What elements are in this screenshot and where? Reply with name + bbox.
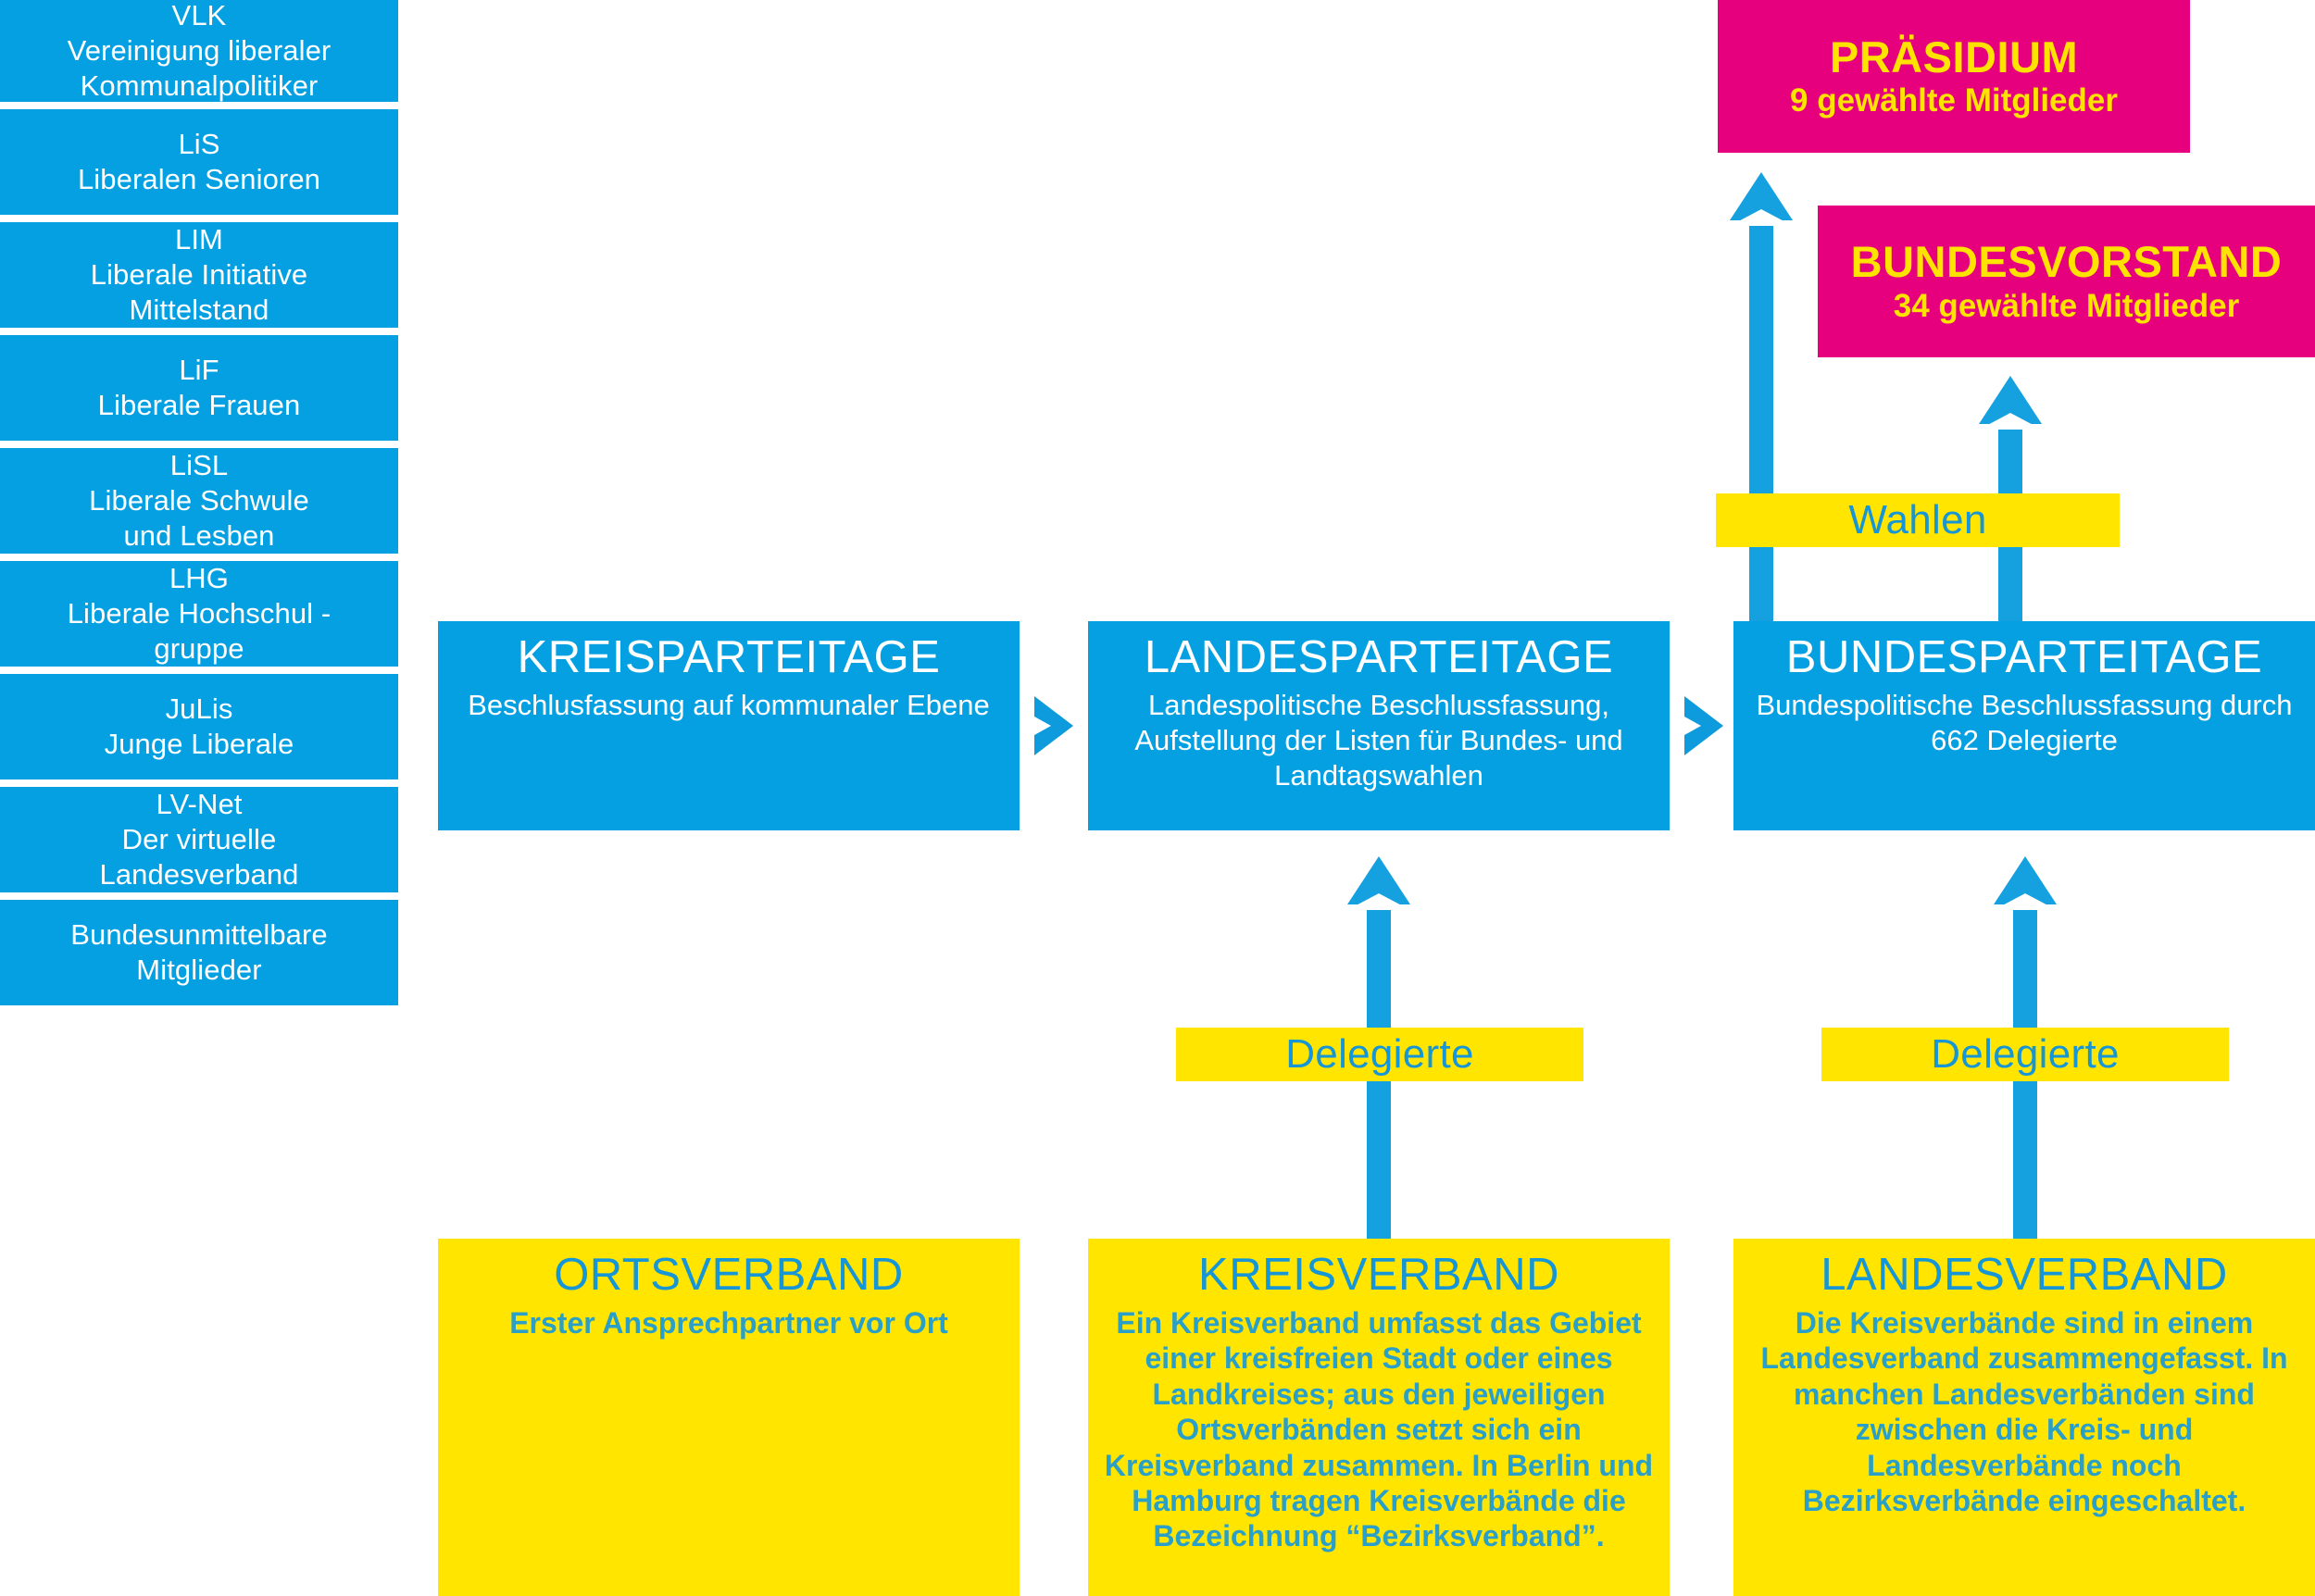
kreisparteitage-desc: Beschlusfassung auf kommunaler Ebene — [468, 688, 990, 721]
sidebar-item-line-2: Landesverband — [99, 857, 299, 891]
sidebar-item-line-1: Liberale Frauen — [97, 389, 301, 421]
sidebar-item-line-2: und Lesben — [123, 518, 275, 552]
delegierte-bundes-text: Delegierte — [1931, 1031, 2120, 1077]
bundesvorstand-members: 34 gewählte Mitglieder — [1893, 287, 2240, 324]
sidebar-item-abbr: LIM — [175, 223, 223, 256]
delegierte-landes-label: Delegierte — [1176, 1028, 1583, 1081]
arrow-head-notch — [1730, 209, 1793, 226]
sidebar-item-line-2: Mittelstand — [129, 293, 269, 326]
bundesvorstand-title: BUNDESVORSTAND — [1850, 237, 2283, 287]
ortsverband-box[interactable]: ORTSVERBAND Erster Ansprechpartner vor O… — [438, 1239, 1020, 1596]
landesparteitage-desc: Landespolitische Beschlussfassung, Aufst… — [1134, 688, 1623, 792]
bundesparteitage-desc: Bundespolitische Beschlussfassung durch … — [1756, 688, 2293, 756]
kreisverband-title: KREISVERBAND — [1198, 1250, 1559, 1300]
vorfeldorganisationen-sidebar: VLK Vereinigung liberaler Kommunalpoliti… — [0, 0, 398, 1596]
arrow-head-notch — [1994, 893, 2057, 910]
sidebar-item-line-1: Liberale Hochschul - — [67, 597, 332, 630]
arrow-head-notch — [1979, 413, 2042, 430]
praesidium-box[interactable]: PRÄSIDIUM 9 gewählte Mitglieder — [1718, 0, 2190, 153]
sidebar-item-abbr: LiF — [179, 354, 219, 387]
sidebar-item-line-1: Liberalen Senioren — [77, 163, 321, 195]
landesparteitage-box[interactable]: LANDESPARTEITAGE Landespolitische Beschl… — [1088, 621, 1670, 830]
sidebar-item-line-2: Kommunalpolitiker — [80, 69, 319, 102]
kreisparteitage-title: KREISPARTEITAGE — [517, 632, 941, 682]
sidebar-item-lhg[interactable]: LHG Liberale Hochschul - gruppe — [0, 561, 398, 667]
chevron-right-icon — [1683, 696, 1725, 755]
bundesparteitage-title: BUNDESPARTEITAGE — [1785, 632, 2263, 682]
sidebar-item-lim[interactable]: LIM Liberale Initiative Mittelstand — [0, 222, 398, 328]
sidebar-item-line-1: Bundesunmittelbare — [70, 918, 328, 952]
arrow-to-praesidium — [1730, 172, 1793, 635]
landesverband-box[interactable]: LANDESVERBAND Die Kreisverbände sind in … — [1733, 1239, 2315, 1596]
kreisverband-desc: Ein Kreisverband umfasst das Gebiet eine… — [1104, 1305, 1654, 1553]
delegierte-landes-text: Delegierte — [1285, 1031, 1474, 1077]
sidebar-item-line-1: Der virtuelle — [121, 823, 277, 856]
sidebar-item-vlk[interactable]: VLK Vereinigung liberaler Kommunalpoliti… — [0, 0, 398, 102]
landesverband-title: LANDESVERBAND — [1821, 1250, 2228, 1300]
sidebar-item-lif[interactable]: LiF Liberale Frauen — [0, 335, 398, 441]
landesverband-desc: Die Kreisverbände sind in einem Landesve… — [1760, 1305, 2288, 1517]
sidebar-item-line-2: Mitglieder — [136, 954, 262, 986]
ortsverband-title: ORTSVERBAND — [554, 1250, 904, 1300]
praesidium-members: 9 gewählte Mitglieder — [1790, 82, 2118, 119]
wahlen-label: Wahlen — [1716, 493, 2120, 547]
sidebar-item-abbr: LV-Net — [156, 788, 243, 821]
bundesvorstand-box[interactable]: BUNDESVORSTAND 34 gewählte Mitglieder — [1818, 206, 2315, 357]
sidebar-item-julis[interactable]: JuLis Junge Liberale — [0, 674, 398, 779]
sidebar-item-line-1: Liberale Initiative — [90, 258, 308, 292]
sidebar-item-line-1: Vereinigung liberaler — [67, 34, 332, 68]
bundesparteitage-box[interactable]: BUNDESPARTEITAGE Bundespolitische Beschl… — [1733, 621, 2315, 830]
arrow-shaft — [1749, 209, 1773, 635]
landesparteitage-title: LANDESPARTEITAGE — [1144, 632, 1614, 682]
kreisverband-box[interactable]: KREISVERBAND Ein Kreisverband umfasst da… — [1088, 1239, 1670, 1596]
wahlen-label-text: Wahlen — [1848, 497, 1987, 542]
sidebar-item-lisl[interactable]: LiSL Liberale Schwule und Lesben — [0, 448, 398, 554]
sidebar-item-line-1: Junge Liberale — [104, 728, 294, 760]
sidebar-item-lv-net[interactable]: LV-Net Der virtuelle Landesverband — [0, 787, 398, 892]
sidebar-item-line-2: gruppe — [154, 631, 244, 665]
sidebar-item-abbr: VLK — [171, 0, 227, 32]
praesidium-title: PRÄSIDIUM — [1829, 31, 2079, 81]
sidebar-item-abbr: LiSL — [169, 449, 229, 482]
sidebar-item-line-1: Liberale Schwule — [89, 484, 309, 517]
arrow-head-notch — [1347, 893, 1410, 910]
sidebar-item-abbr: LHG — [169, 562, 230, 595]
sidebar-item-lis[interactable]: LiS Liberalen Senioren — [0, 109, 398, 215]
delegierte-bundes-label: Delegierte — [1821, 1028, 2229, 1081]
kreisparteitage-box[interactable]: KREISPARTEITAGE Beschlusfassung auf komm… — [438, 621, 1020, 830]
sidebar-item-bundesunmittelbare-mitglieder[interactable]: Bundesunmittelbare Mitglieder — [0, 900, 398, 1005]
sidebar-item-abbr: LiS — [178, 128, 220, 161]
sidebar-item-abbr: JuLis — [165, 692, 233, 726]
chevron-right-icon — [1032, 696, 1075, 755]
ortsverband-desc: Erster Ansprechpartner vor Ort — [509, 1305, 948, 1340]
